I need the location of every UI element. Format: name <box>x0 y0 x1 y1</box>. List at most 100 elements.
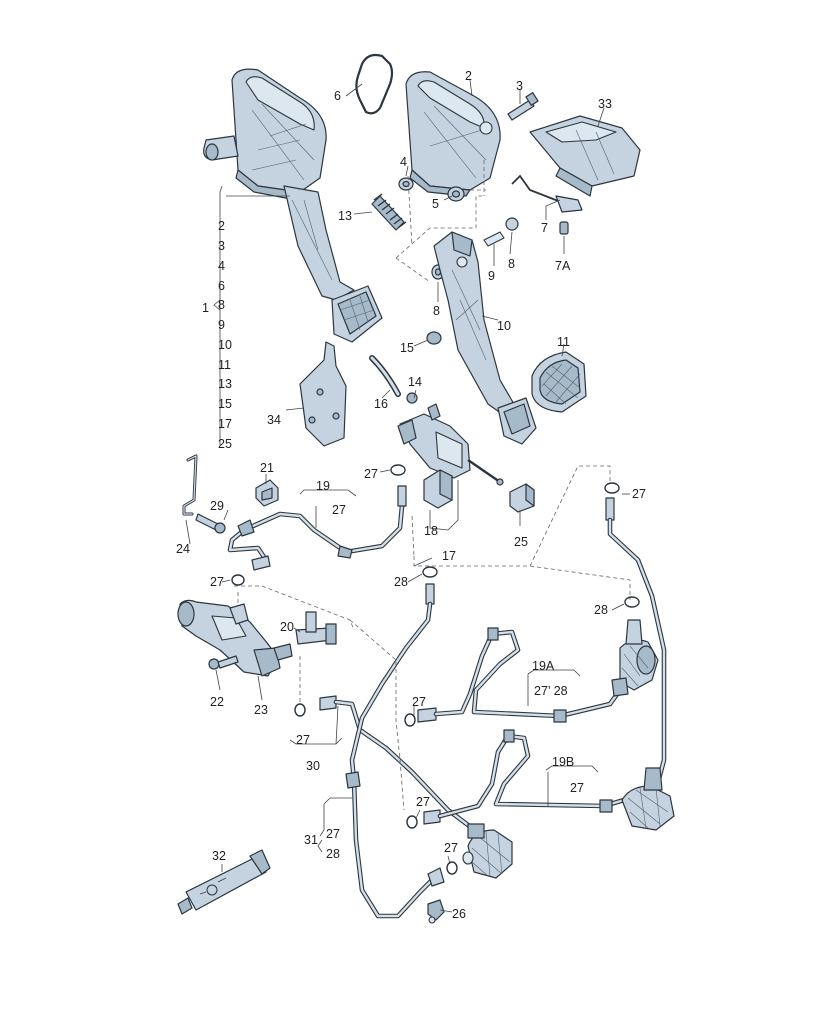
label-28-right: 28 <box>594 603 608 617</box>
bolt-22 <box>208 655 239 670</box>
line-27-right <box>605 497 667 793</box>
clutch-master-cylinder <box>397 403 504 486</box>
clip-14 <box>406 392 418 404</box>
bolt-3 <box>507 92 539 121</box>
label-7: 7 <box>541 221 548 235</box>
label-19: 19 <box>316 479 330 493</box>
label-8-lower: 8 <box>433 304 440 318</box>
label-29: 29 <box>210 499 224 513</box>
label-31-27: 27 <box>326 827 340 841</box>
label-19b: 19B <box>552 755 574 769</box>
label-31-28: 28 <box>326 847 340 861</box>
label-27-left: 27 <box>210 575 224 589</box>
spring-13 <box>371 193 407 231</box>
callout-labels: 1 2 3 4 6 8 9 10 11 13 15 17 25 2 3 4 5 … <box>176 69 646 921</box>
line-19a <box>417 627 623 723</box>
o-ring-27-mid <box>404 713 416 727</box>
label-11: 11 <box>557 335 570 349</box>
nut-5 <box>447 186 465 202</box>
label-1-member-8: 8 <box>218 298 225 312</box>
pin-9 <box>483 231 505 247</box>
label-1-member-15: 15 <box>218 397 232 411</box>
label-10: 10 <box>497 319 511 333</box>
slave-cylinder-upper <box>611 619 659 697</box>
label-26: 26 <box>452 907 466 921</box>
label-1-member-9: 9 <box>218 318 225 332</box>
label-5: 5 <box>432 197 439 211</box>
master-cylinder-23 <box>177 599 293 677</box>
bushing-8-upper <box>505 217 519 231</box>
bracket-33 <box>529 115 641 197</box>
hose-19 <box>227 485 407 571</box>
label-7a: 7A <box>555 259 571 273</box>
label-8-upper: 8 <box>508 257 515 271</box>
bolt-29 <box>195 513 226 534</box>
label-6: 6 <box>334 89 341 103</box>
pedal-pad-11 <box>531 351 587 413</box>
switch-7 <box>511 174 583 213</box>
bracket-24 <box>182 454 198 516</box>
label-32: 32 <box>212 849 226 863</box>
label-19a-27-28: 27’ 28 <box>534 684 568 698</box>
label-27-right: 27 <box>632 487 646 501</box>
label-19-27: 27 <box>332 503 346 517</box>
slave-cylinder-lower-right <box>621 767 675 831</box>
bracket-18 <box>423 469 453 509</box>
label-4: 4 <box>400 155 407 169</box>
brake-pedal-assembly <box>203 68 383 343</box>
label-27-center: 27 <box>364 467 378 481</box>
label-18: 18 <box>424 524 438 538</box>
label-30: 30 <box>306 759 320 773</box>
o-ring-27-right <box>604 482 620 494</box>
assembly-dashed-lines <box>234 160 631 811</box>
line-19b <box>423 729 627 825</box>
gasket-6 <box>355 53 394 115</box>
label-19a: 19A <box>532 659 555 673</box>
label-2: 2 <box>465 69 472 83</box>
label-9: 9 <box>488 269 495 283</box>
pedal-bracket-2 <box>405 71 501 197</box>
label-1: 1 <box>202 301 209 315</box>
grease-tube-32 <box>177 849 271 915</box>
hose-16 <box>369 355 401 397</box>
cover-plate-34 <box>299 341 347 447</box>
label-31: 31 <box>304 833 318 847</box>
o-ring-28-right <box>624 596 640 608</box>
label-28-center: 28 <box>394 575 408 589</box>
label-27-mid: 27 <box>412 695 426 709</box>
o-ring-27-low <box>406 815 418 829</box>
label-33: 33 <box>598 97 612 111</box>
line-30 <box>319 695 475 831</box>
label-14: 14 <box>408 375 422 389</box>
sensor-25 <box>509 483 535 513</box>
label-17: 17 <box>442 549 456 563</box>
label-25: 25 <box>514 535 528 549</box>
label-13: 13 <box>338 209 352 223</box>
label-1-member-25: 25 <box>218 437 232 451</box>
label-1-member-17: 17 <box>218 417 232 431</box>
label-1-member-4: 4 <box>218 259 225 273</box>
label-34: 34 <box>267 413 281 427</box>
label-1-member-2: 2 <box>218 219 225 233</box>
label-1-member-6: 6 <box>218 279 225 293</box>
label-24: 24 <box>176 542 190 556</box>
label-19b-27: 27 <box>570 781 584 795</box>
label-21: 21 <box>260 461 274 475</box>
label-23: 23 <box>254 703 268 717</box>
label-27-low: 27 <box>416 795 430 809</box>
label-20: 20 <box>280 620 294 634</box>
label-1-member-3: 3 <box>218 239 225 253</box>
label-15: 15 <box>400 341 414 355</box>
label-3: 3 <box>516 79 523 93</box>
screw-7a <box>559 221 569 235</box>
label-1-member-13: 13 <box>218 377 232 391</box>
o-ring-27-bottom <box>446 861 458 875</box>
clip-21 <box>255 479 279 507</box>
clutch-pedal-10 <box>433 231 537 445</box>
o-ring-27-left <box>231 574 245 586</box>
line-31 <box>345 583 445 919</box>
o-ring-27-30 <box>294 703 306 717</box>
label-1-member-10: 10 <box>218 338 232 352</box>
label-1-member-11: 11 <box>218 358 231 372</box>
